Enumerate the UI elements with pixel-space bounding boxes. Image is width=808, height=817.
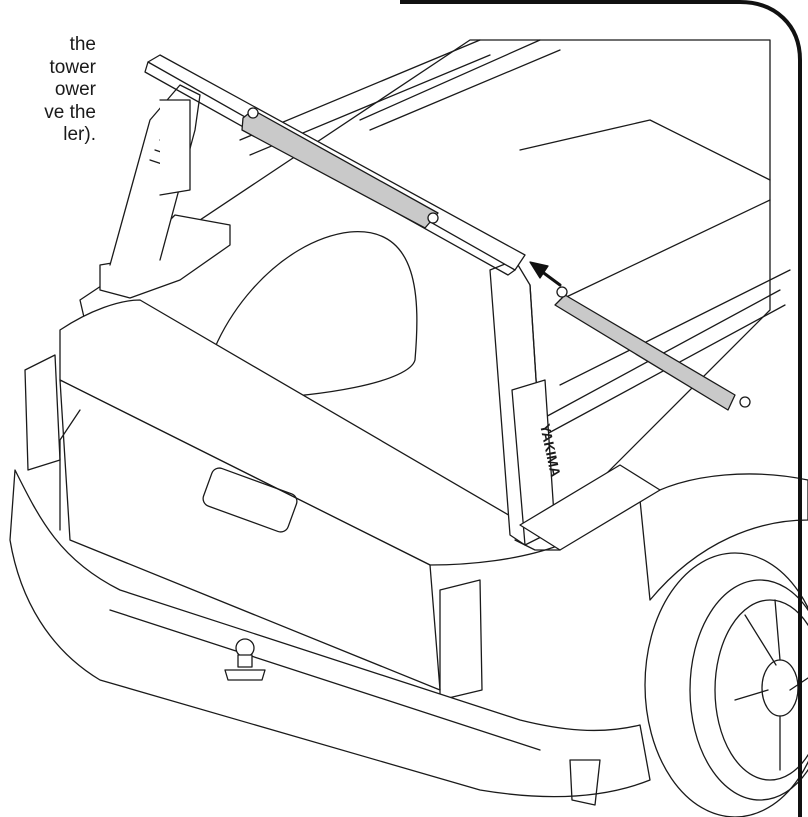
hitch-ball: [224, 638, 266, 681]
tailgate: [59, 299, 561, 691]
rear-wheel: [644, 552, 808, 817]
exhaust-tip: [569, 759, 601, 806]
left-tail-light: [24, 354, 61, 471]
instruction-caption: the tower ower ve the ler).: [0, 34, 96, 147]
arrow-icon: [529, 261, 562, 287]
right-tower: [489, 259, 661, 551]
caption-line: tower: [49, 56, 96, 78]
caption-line: ower: [54, 79, 96, 100]
tailgate-handle: [202, 467, 298, 533]
wheel-well-cover: [199, 231, 418, 401]
rear-bumper: [9, 469, 651, 798]
left-tower: [99, 84, 231, 299]
caption-line: the: [69, 34, 96, 55]
caption-line: ler).: [63, 124, 96, 145]
right-tail-light: [439, 579, 483, 701]
caption-line: ve the: [44, 101, 96, 123]
installed-bar: [241, 107, 439, 229]
